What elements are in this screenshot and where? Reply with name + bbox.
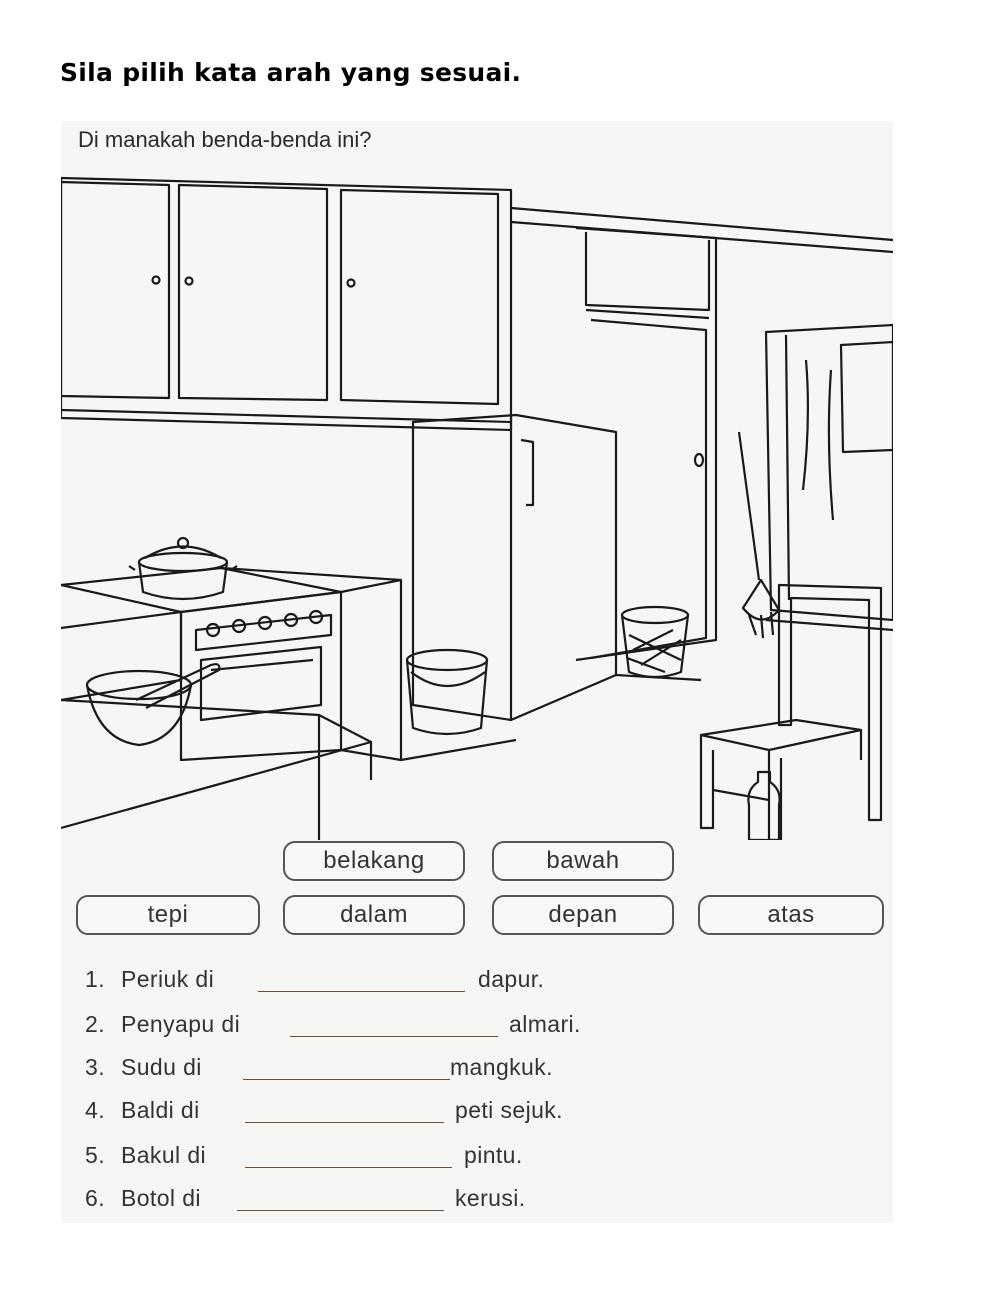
sentence-number: 4.: [85, 1097, 105, 1123]
sentence-number: 2.: [85, 1011, 105, 1037]
answer-blank-3[interactable]: [243, 1079, 450, 1080]
sentence-after: kerusi.: [455, 1185, 526, 1211]
sentence-number: 3.: [85, 1054, 105, 1080]
door-icon: [575, 226, 718, 662]
wardrobe-icon: [764, 323, 893, 622]
answer-blank-4[interactable]: [245, 1122, 444, 1123]
word-chip-atas[interactable]: atas: [698, 895, 884, 935]
word-chip-tepi[interactable]: tepi: [76, 895, 260, 935]
sentence-before: Sudu di: [121, 1054, 202, 1080]
word-chip-depan[interactable]: depan: [492, 895, 674, 935]
refrigerator-icon: [411, 413, 618, 722]
answer-blank-5[interactable]: [245, 1167, 452, 1168]
word-chip-dalam[interactable]: dalam: [283, 895, 465, 935]
sentence-number: 5.: [85, 1142, 105, 1168]
question-text: Di manakah benda-benda ini?: [78, 127, 372, 152]
sentence-after: peti sejuk.: [455, 1097, 563, 1123]
answer-blank-2[interactable]: [290, 1036, 498, 1037]
sentence-before: Periuk di: [121, 966, 215, 992]
instruction-text: Sila pilih kata arah yang sesuai.: [60, 58, 522, 87]
sentence-before: Botol di: [121, 1185, 201, 1211]
word-chip-belakang[interactable]: belakang: [283, 841, 465, 881]
answer-blank-6[interactable]: [237, 1210, 444, 1211]
sentence-before: Bakul di: [121, 1142, 207, 1168]
kitchen-illustration: [61, 176, 893, 840]
bowl-icon: [85, 663, 221, 747]
sentence-after: almari.: [509, 1011, 581, 1037]
sentence-before: Penyapu di: [121, 1011, 241, 1037]
pot-icon: [128, 536, 238, 601]
worksheet-panel: [61, 121, 893, 1223]
sentence-after: pintu.: [464, 1142, 523, 1168]
chair-icon: [699, 583, 883, 840]
basket-icon: [620, 605, 690, 679]
broom-icon: [737, 431, 781, 639]
upper-cabinets-icon: [61, 176, 513, 432]
bucket-icon: [405, 648, 489, 736]
sentence-before: Baldi di: [121, 1097, 200, 1123]
answer-blank-1[interactable]: [258, 991, 465, 992]
sentence-after: dapur.: [478, 966, 545, 992]
word-chip-bawah[interactable]: bawah: [492, 841, 674, 881]
sentence-number: 1.: [85, 966, 105, 992]
bottle-icon: [747, 770, 781, 840]
counter-icon: [61, 610, 373, 840]
sentence-number: 6.: [85, 1185, 105, 1211]
sentence-after: mangkuk.: [450, 1054, 553, 1080]
